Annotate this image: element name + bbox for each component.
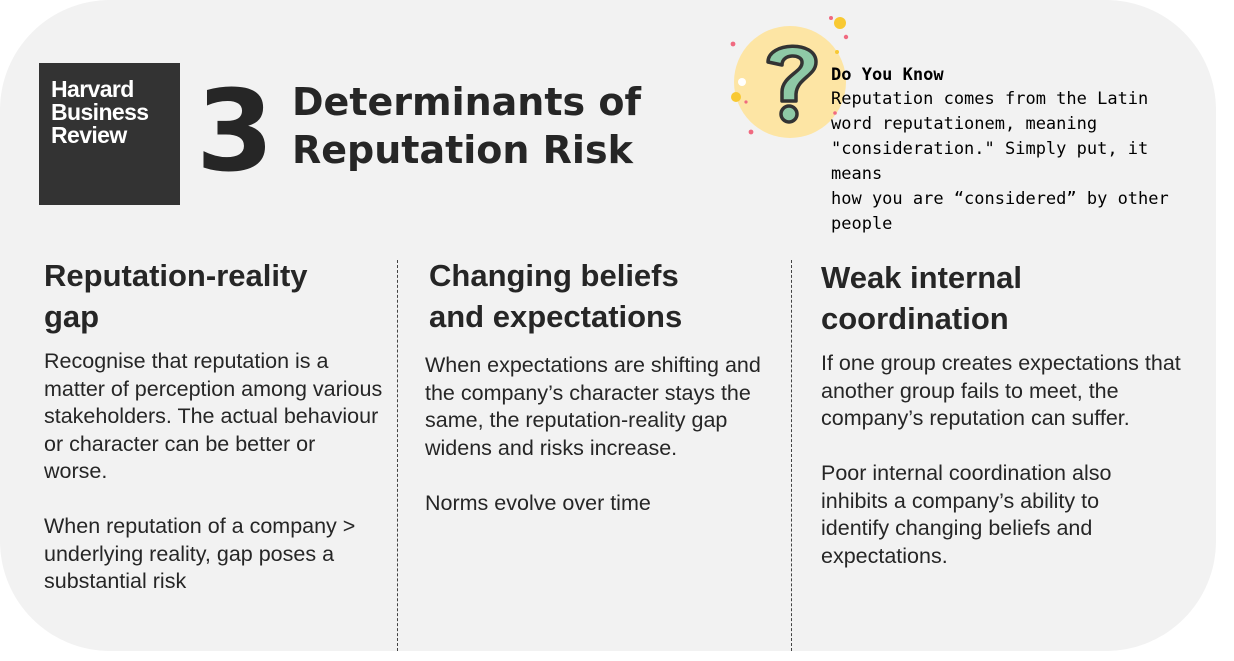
column-1-heading-line-2: gap	[44, 299, 100, 334]
did-you-know-box: Do You Know Reputation comes from the La…	[831, 63, 1201, 237]
column-3-heading-line-1: Weak internal	[821, 260, 1023, 295]
column-3-heading-line-2: coordination	[821, 301, 1009, 336]
column-3-heading: Weak internal coordination	[821, 257, 1191, 339]
title-line-1: Determinants of	[292, 80, 642, 124]
logo-line-1: Harvard	[51, 76, 134, 102]
logo-line-2: Business	[51, 99, 149, 125]
column-1-heading: Reputation-reality gap	[44, 255, 384, 337]
hbr-logo: Harvard Business Review	[39, 63, 180, 205]
infographic-card: Harvard Business Review 3 Determinants o…	[0, 0, 1216, 651]
column-divider-1	[397, 260, 398, 651]
column-2-heading-line-2: and expectations	[429, 299, 683, 334]
column-divider-2	[791, 260, 792, 651]
column-3-paragraph-1: If one group creates expectations that a…	[821, 351, 1181, 430]
question-mark-icon	[730, 16, 849, 138]
column-2-paragraph-1: When expectations are shifting and the c…	[425, 353, 761, 460]
column-2-heading: Changing beliefs and expectations	[429, 255, 779, 337]
title-line-2: Reputation Risk	[292, 128, 633, 172]
did-you-know-text: Reputation comes from the Latin word rep…	[831, 89, 1169, 234]
column-2-paragraph-2: Norms evolve over time	[425, 491, 651, 515]
column-1-paragraph-1: Recognise that reputation is a matter of…	[44, 349, 383, 483]
column-1-heading-line-1: Reputation-reality	[44, 258, 308, 293]
logo-line-3: Review	[51, 122, 127, 148]
page-title: Determinants of Reputation Risk	[292, 78, 641, 174]
column-3-paragraph-2: Poor internal coordination also inhibits…	[821, 461, 1112, 568]
column-1-paragraph-2: When reputation of a company > underlyin…	[44, 514, 356, 593]
did-you-know-title: Do You Know	[831, 65, 944, 85]
column-2-heading-line-1: Changing beliefs	[429, 258, 679, 293]
determinants-count: 3	[196, 67, 274, 197]
